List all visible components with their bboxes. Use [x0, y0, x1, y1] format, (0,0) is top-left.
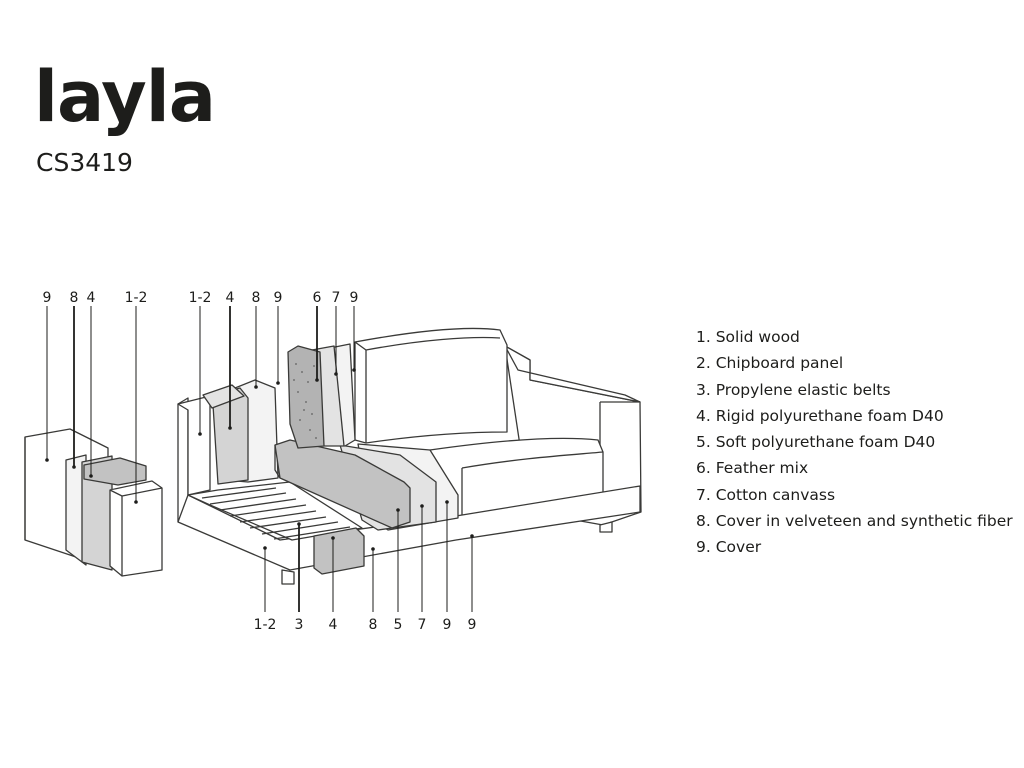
callout-label: 9	[350, 290, 359, 306]
leader-lines	[45, 306, 474, 612]
callout-label: 3	[295, 617, 304, 633]
callout-label: 8	[369, 617, 378, 633]
legend-item: 2. Chipboard panel	[696, 354, 844, 373]
callout-label: 4	[226, 290, 235, 306]
legend-item: 5. Soft polyurethane foam D40	[696, 433, 936, 452]
callout-label: 9	[274, 290, 283, 306]
legend-item: 6. Feather mix	[696, 459, 809, 478]
legend-item: 3. Propylene elastic belts	[696, 380, 891, 399]
callout-label: 4	[87, 290, 96, 306]
arm-section-drawing	[24, 428, 163, 577]
callout-label: 4	[329, 617, 338, 633]
sofa-drawing	[177, 327, 642, 585]
callout-label: 9	[43, 290, 52, 306]
legend-item: 8. Cover in velveteen and synthetic fibe…	[696, 512, 1013, 531]
callout-label: 6	[313, 290, 322, 306]
callout-label: 1-2	[189, 290, 212, 306]
legend-item: 1. Solid wood	[696, 328, 800, 346]
callout-label: 7	[418, 617, 427, 633]
callouts-sofa-bottom: 1-2 3 4 8 5 7 9 9	[254, 617, 477, 633]
callouts-arm: 9 8 4 1-2	[43, 290, 148, 306]
product-code: CS3419	[36, 148, 133, 177]
callout-label: 1-2	[125, 290, 148, 306]
callout-label: 9	[468, 617, 477, 633]
materials-legend: 1. Solid wood 2. Chipboard panel 3. Prop…	[696, 326, 1013, 563]
legend-item: 7. Cotton canvass	[696, 485, 836, 504]
callout-label: 7	[332, 290, 341, 306]
callout-label: 8	[252, 290, 261, 306]
legend-item: 4. Rigid polyurethane foam D40	[696, 406, 944, 425]
callouts-sofa-top: 1-2 4 8 9 6 7 9	[189, 290, 359, 306]
callout-label: 5	[394, 617, 403, 633]
callout-label: 8	[70, 290, 79, 306]
product-title: layla	[34, 56, 216, 138]
callout-label: 9	[443, 617, 452, 633]
legend-item: 9. Cover	[696, 538, 762, 557]
callout-label: 1-2	[254, 617, 277, 633]
